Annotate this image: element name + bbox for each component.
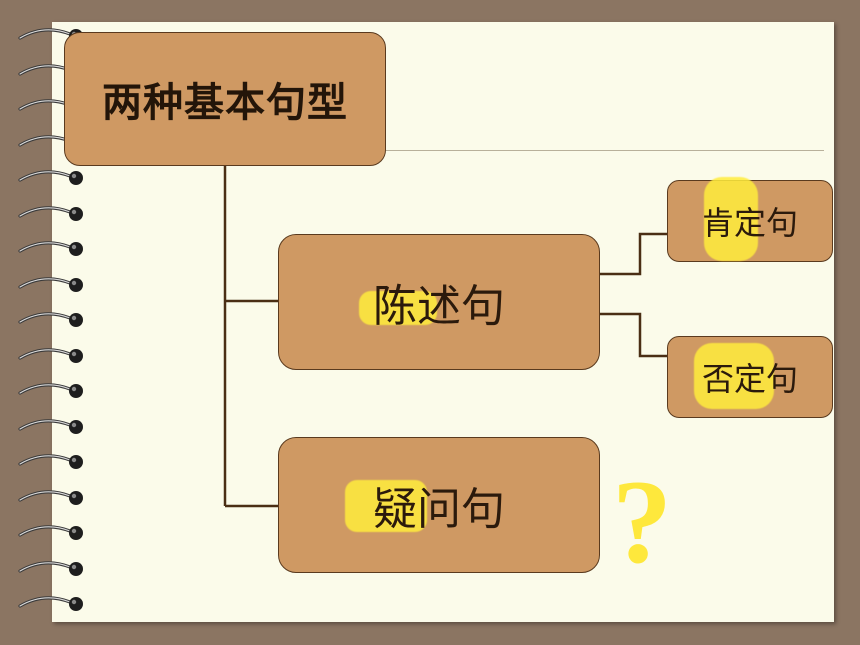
spiral-ring	[18, 560, 83, 576]
spiral-ring	[18, 347, 83, 363]
spiral-ring	[18, 596, 83, 611]
connector-affirmative	[600, 232, 668, 276]
spiral-ring	[18, 489, 83, 505]
node-statement: 陈述句	[278, 234, 600, 370]
highlight-mark	[704, 177, 758, 261]
connector-negative	[600, 312, 668, 358]
spiral-ring	[18, 418, 83, 434]
spiral-ring	[18, 276, 83, 292]
highlight-mark	[345, 480, 427, 532]
spiral-ring	[18, 205, 83, 221]
node-statement-label: 陈述句	[373, 281, 505, 332]
spiral-ring	[18, 454, 83, 469]
node-negative-label: 否定句	[701, 360, 798, 398]
title-rule-line	[386, 150, 824, 151]
node-affirmative: 肯定句	[667, 177, 833, 262]
highlight-mark	[694, 343, 774, 409]
spiral-ring	[18, 383, 83, 398]
highlight-mark	[359, 291, 437, 325]
node-question-label: 疑问句	[373, 484, 505, 535]
spiral-ring	[18, 170, 83, 185]
spiral-ring	[18, 241, 83, 256]
spiral-ring	[18, 525, 83, 540]
node-negative: 否定句	[667, 336, 833, 418]
spiral-ring	[18, 312, 83, 327]
root-node-label: 两种基本句型	[102, 80, 348, 126]
root-node: 两种基本句型	[64, 32, 386, 166]
node-question: 疑问句	[278, 437, 600, 573]
question-mark-doodle: ?	[612, 455, 672, 588]
node-affirmative-label: 肯定句	[701, 204, 798, 242]
